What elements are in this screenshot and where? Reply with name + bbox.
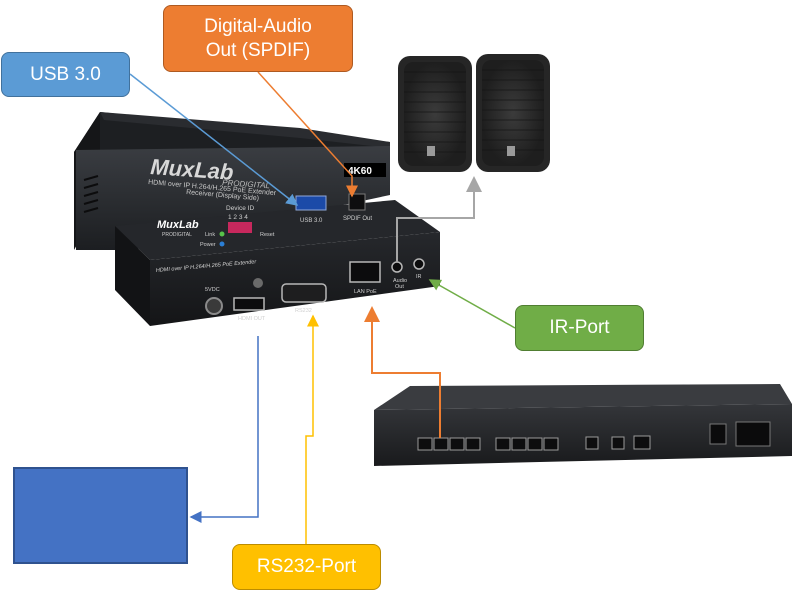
usb-connector-line	[129, 73, 299, 206]
device-front-brand-sub: PRODIGITAL	[162, 232, 192, 238]
usb-callout: USB 3.0	[1, 52, 130, 97]
port-rs232-label: RS232	[295, 308, 312, 314]
ir-connector-line	[428, 279, 516, 329]
hdmi-connector-line	[189, 336, 259, 523]
speaker-connector-line	[396, 176, 482, 262]
rs232-connector-line	[305, 314, 319, 544]
lan-connector-line	[364, 306, 441, 438]
device-brand: MuxLab	[150, 154, 235, 185]
device-front-brand: MuxLab	[157, 219, 199, 231]
spdif-connector-line	[257, 71, 358, 198]
device-badge: 4K60	[348, 166, 372, 177]
port-hdmi-label: HDMI OUT	[238, 316, 266, 322]
reset-label: Reset	[260, 232, 275, 238]
device-brand-sub: PRODIGITAL	[222, 178, 270, 190]
network-switch	[374, 384, 792, 466]
port-ir-label: IR	[416, 274, 422, 280]
port-5vdc-label: 5VDC	[205, 287, 220, 293]
receiver-device: MuxLab PRODIGITAL HDMI over IP H.264/H.2…	[74, 112, 440, 326]
rs232-callout: RS232-Port	[232, 544, 381, 590]
spdif-callout: Digital-Audio Out (SPDIF)	[163, 5, 353, 72]
speaker-left	[398, 56, 472, 172]
usb-port-label: USB 3.0	[300, 218, 323, 224]
device-id-digits: 1 2 3 4	[228, 214, 248, 221]
spdif-port-label: SPDIF Out	[343, 216, 372, 222]
link-label: Link	[205, 232, 215, 238]
speaker-right	[476, 54, 550, 172]
power-label: Power	[200, 242, 216, 248]
port-lan-label: LAN PoE	[354, 289, 377, 295]
device-id-label: Device ID	[226, 205, 254, 212]
ir-callout: IR-Port	[515, 305, 644, 351]
display-screen	[13, 467, 188, 564]
